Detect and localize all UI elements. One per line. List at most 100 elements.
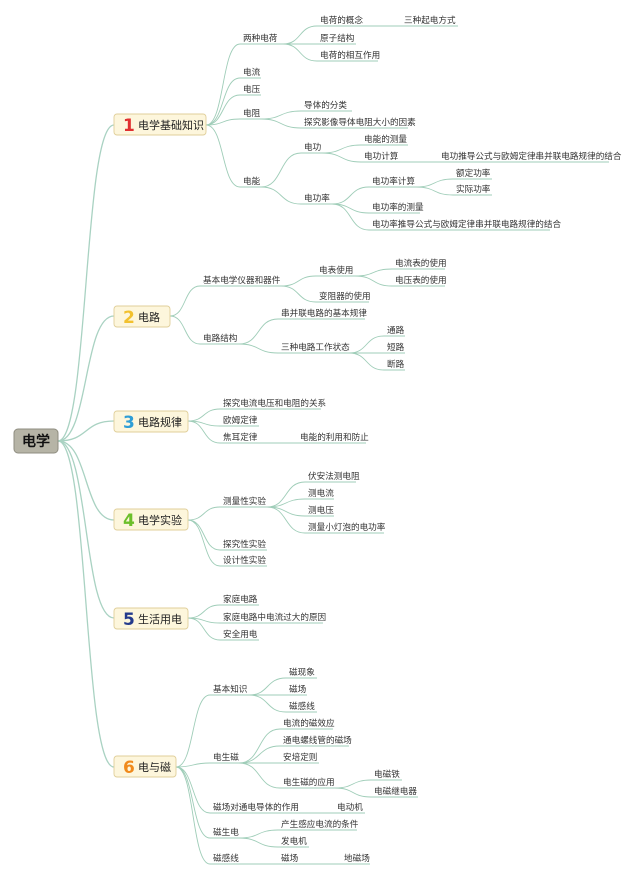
topic-node[interactable]: 三种起电方式 bbox=[404, 14, 456, 26]
topic-node[interactable]: 电阻 bbox=[243, 107, 261, 119]
topic-node[interactable]: 电功 bbox=[304, 141, 322, 153]
topic-node[interactable]: 家庭电路中电流过大的原因 bbox=[223, 611, 326, 623]
topic-node[interactable]: 电生磁 bbox=[213, 751, 239, 763]
branch-box bbox=[113, 410, 189, 433]
topic-node[interactable]: 三种电路工作状态 bbox=[281, 341, 350, 353]
topic-node[interactable]: 电功推导公式与欧姆定律串并联电路规律的结合 bbox=[441, 150, 622, 162]
topic-node[interactable]: 电能 bbox=[243, 175, 261, 187]
topic-node[interactable]: 导体的分类 bbox=[304, 99, 347, 111]
topic-node[interactable]: 电压 bbox=[243, 83, 261, 95]
topic-node[interactable]: 测量小灯泡的电功率 bbox=[308, 521, 386, 533]
connector-layer bbox=[57, 25, 609, 865]
root-label: 电学 bbox=[22, 433, 50, 450]
topic-node[interactable]: 磁场 bbox=[289, 683, 307, 695]
main-connector bbox=[57, 124, 115, 442]
topic-node[interactable]: 电能的利用和防止 bbox=[300, 431, 369, 443]
connector-line bbox=[187, 519, 221, 551]
topic-node[interactable]: 电能的测量 bbox=[364, 133, 407, 145]
root-node[interactable]: 电学 bbox=[13, 428, 59, 454]
topic-node[interactable]: 测电流 bbox=[308, 487, 334, 499]
branch-label: 电学基础知识 bbox=[138, 118, 204, 132]
topic-node[interactable]: 通路 bbox=[387, 324, 405, 336]
topic-node[interactable]: 测电压 bbox=[308, 504, 334, 516]
topic-node[interactable]: 断路 bbox=[387, 358, 405, 370]
topic-node[interactable]: 电功计算 bbox=[364, 150, 399, 162]
topic-node[interactable]: 实际功率 bbox=[456, 183, 491, 195]
connector-line bbox=[266, 481, 306, 508]
topic-node[interactable]: 原子结构 bbox=[320, 32, 355, 44]
topic-node[interactable]: 安培定则 bbox=[283, 751, 317, 763]
topic-node[interactable]: 磁现象 bbox=[289, 666, 315, 678]
topic-node[interactable]: 电动机 bbox=[337, 801, 363, 813]
topic-node[interactable]: 基本电学仪器和器件 bbox=[203, 274, 281, 286]
branch-number: 1 bbox=[123, 116, 135, 136]
topic-node[interactable]: 家庭电路 bbox=[223, 593, 258, 605]
topic-node[interactable]: 磁场对通电导体的作用 bbox=[213, 801, 299, 813]
topic-node[interactable]: 安全用电 bbox=[223, 628, 258, 640]
topic-node[interactable]: 磁生电 bbox=[213, 826, 239, 838]
topic-node[interactable]: 设计性实验 bbox=[223, 554, 266, 566]
connector-line bbox=[248, 694, 287, 713]
connector-line bbox=[354, 275, 393, 287]
branch-label: 电与磁 bbox=[138, 761, 171, 774]
topic-node[interactable]: 欧姆定律 bbox=[223, 414, 258, 426]
branch-label: 电路 bbox=[138, 311, 160, 324]
topic-node[interactable]: 电流 bbox=[243, 66, 261, 78]
topic-node[interactable]: 电流的磁效应 bbox=[283, 717, 335, 729]
branch-number: 4 bbox=[123, 511, 135, 531]
topic-node[interactable]: 探究性实验 bbox=[223, 538, 266, 550]
connector-line bbox=[354, 268, 393, 277]
topic-node[interactable]: 电流表的使用 bbox=[395, 257, 447, 269]
connector-line bbox=[334, 779, 372, 789]
topic-node[interactable]: 两种电荷 bbox=[243, 32, 278, 44]
connector-line bbox=[321, 152, 362, 163]
topic-node[interactable]: 产生感应电流的条件 bbox=[281, 818, 359, 830]
main-connector bbox=[57, 440, 115, 521]
topic-node[interactable]: 电表使用 bbox=[319, 264, 353, 276]
topic-node[interactable]: 电功率推导公式与欧姆定律串并联电路规律的结合 bbox=[372, 218, 561, 230]
topic-node[interactable]: 电磁铁 bbox=[374, 768, 400, 780]
connector-line bbox=[334, 787, 372, 798]
topic-node[interactable]: 基本知识 bbox=[213, 683, 248, 695]
connector-line bbox=[205, 124, 241, 188]
connector-line bbox=[175, 766, 211, 814]
topic-node[interactable]: 电荷的相互作用 bbox=[320, 49, 380, 61]
topic-node[interactable]: 磁感线 bbox=[289, 700, 315, 712]
topic-node[interactable]: 焦耳定律 bbox=[223, 431, 258, 443]
topic-node[interactable]: 地磁场 bbox=[344, 852, 370, 864]
topic-node[interactable]: 额定功率 bbox=[456, 167, 491, 179]
connector-line bbox=[415, 178, 454, 188]
connector-line bbox=[282, 25, 318, 45]
topic-node[interactable]: 通电螺线管的磁场 bbox=[283, 734, 352, 746]
topic-node[interactable]: 测量性实验 bbox=[223, 495, 266, 507]
topic-node[interactable]: 电压表的使用 bbox=[395, 274, 447, 286]
topic-node[interactable]: 探究影像导体电阻大小的因素 bbox=[304, 116, 416, 128]
topic-node[interactable]: 发电机 bbox=[281, 835, 307, 847]
topic-node[interactable]: 电功率的测量 bbox=[372, 201, 424, 213]
topic-node[interactable]: 电生磁的应用 bbox=[283, 776, 335, 788]
topic-node[interactable]: 电磁继电器 bbox=[374, 785, 417, 797]
topic-node[interactable]: 电功率计算 bbox=[372, 175, 415, 187]
topic-node[interactable]: 伏安法测电阻 bbox=[308, 470, 360, 482]
connector-line bbox=[348, 352, 385, 371]
root-box bbox=[13, 428, 59, 454]
topic-node[interactable]: 磁场 bbox=[281, 852, 299, 864]
branch-number: 6 bbox=[123, 758, 135, 778]
topic-node[interactable]: 电荷的概念 bbox=[320, 14, 363, 26]
topic-node[interactable]: 电功率 bbox=[304, 192, 330, 204]
topic-node[interactable]: 电路结构 bbox=[203, 332, 238, 344]
connector-line bbox=[238, 745, 281, 764]
topic-node[interactable]: 短路 bbox=[387, 341, 405, 353]
topic-node[interactable]: 串并联电路的基本规律 bbox=[281, 307, 367, 319]
connector-line bbox=[415, 186, 454, 196]
topic-node[interactable]: 探究电流电压和电阻的关系 bbox=[223, 397, 327, 409]
topic-node[interactable]: 变阻器的使用 bbox=[319, 290, 371, 302]
connector-line bbox=[205, 118, 241, 126]
topic-node[interactable]: 磁感线 bbox=[213, 852, 239, 864]
